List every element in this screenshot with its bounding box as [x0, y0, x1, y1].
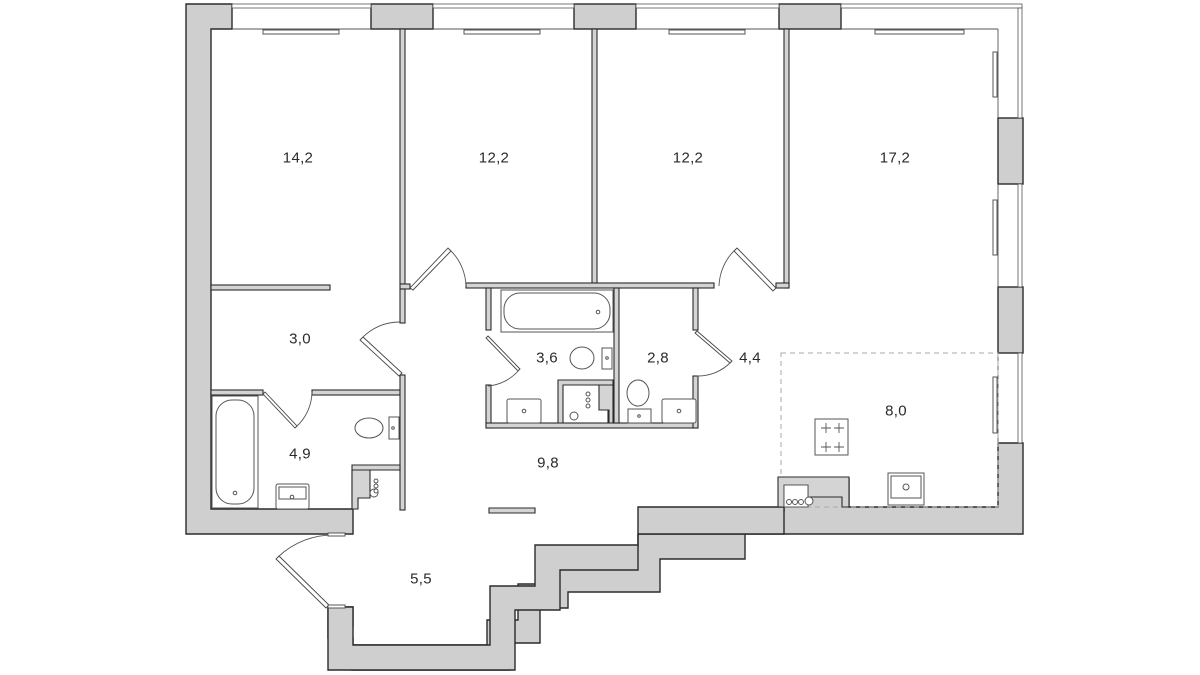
kitchen-fixtures	[777, 418, 925, 508]
stove-icon	[814, 418, 849, 456]
room-area-toilet: 2,8	[647, 349, 669, 367]
toilet-icon	[354, 417, 384, 439]
room-area-bathroom-2: 3,6	[536, 349, 558, 367]
room-area-bedroom-2: 12,2	[478, 149, 510, 167]
bathroom-2-fixtures	[500, 289, 614, 424]
entrance-wall	[327, 506, 785, 671]
room-area-living-room: 17,2	[879, 149, 911, 167]
toilet-icon	[626, 379, 650, 407]
room-area-hall: 9,8	[537, 454, 559, 472]
bathroom-1-fixtures	[211, 395, 400, 510]
room-area-wardrobe: 3,0	[289, 330, 311, 348]
toilet-icon	[569, 346, 595, 370]
room-area-corridor: 4,4	[739, 349, 761, 367]
room-area-entrance: 5,5	[410, 570, 432, 588]
room-area-bedroom-1: 14,2	[282, 149, 314, 167]
toilet-room-fixtures	[626, 379, 697, 424]
room-area-kitchen: 8,0	[885, 402, 907, 420]
interior-walls	[210, 28, 790, 514]
kitchen-zone-outline	[780, 352, 999, 508]
room-area-bathroom-1: 4,9	[289, 445, 311, 463]
room-area-bedroom-3: 12,2	[672, 149, 704, 167]
doors	[262, 247, 777, 609]
windows	[231, 3, 1023, 444]
